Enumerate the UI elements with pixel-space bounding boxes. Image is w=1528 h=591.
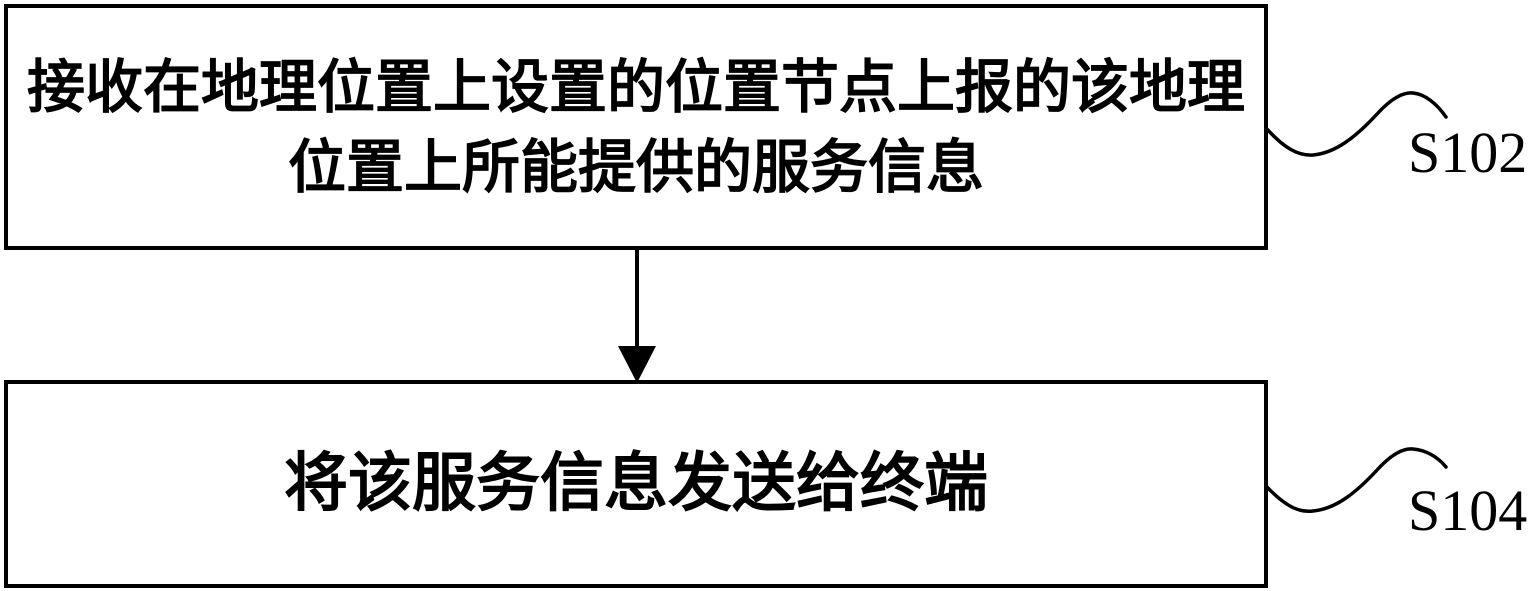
- step-2-text-line-1: 将该服务信息发送给终端: [284, 447, 988, 521]
- step-1-text-line-2: 位置上所能提供的服务信息: [287, 133, 984, 201]
- process-box-step-1: 接收在地理位置上设置的位置节点上报的该地理 位置上所能提供的服务信息: [4, 4, 1268, 250]
- step-label-s102: S102: [1408, 120, 1528, 185]
- step-label-s104: S104: [1408, 478, 1528, 543]
- wave-connector-s102: [1264, 91, 1448, 157]
- down-arrow-icon: [618, 250, 656, 383]
- wave-connector-s104: [1264, 447, 1448, 514]
- step-1-text-line-1: 接收在地理位置上设置的位置节点上报的该地理: [26, 53, 1245, 121]
- process-box-step-2: 将该服务信息发送给终端: [4, 380, 1268, 588]
